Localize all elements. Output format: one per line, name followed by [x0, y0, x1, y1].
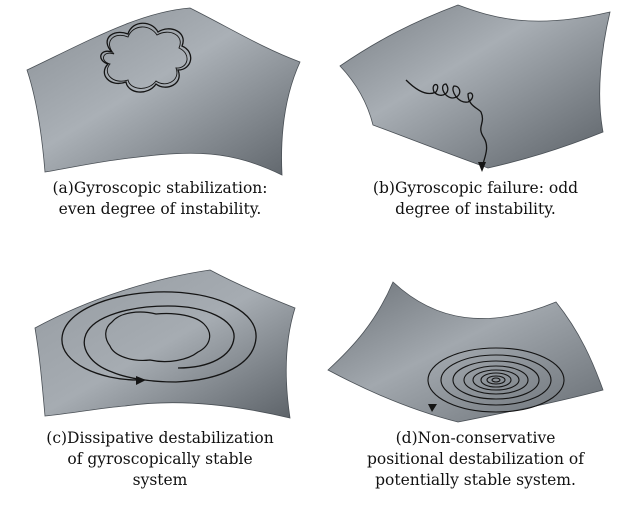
- panel-c-caption: (c)Dissipative destabilization of gyrosc…: [0, 428, 320, 491]
- saddle-surface: [339, 4, 611, 169]
- bowl-surface: [327, 281, 604, 423]
- inner-closed-orbit: [105, 311, 211, 363]
- panel-a-caption: (a)Gyroscopic stabilization: even degree…: [0, 178, 320, 220]
- panel-b-caption: (b)Gyroscopic failure: odd degree of ins…: [318, 178, 633, 220]
- panel-c: (c)Dissipative destabilization of gyrosc…: [0, 268, 320, 512]
- caption-line: potentially stable system.: [375, 471, 576, 489]
- caption-line: (c)Dissipative destabilization: [46, 429, 274, 447]
- caption-line: (d)Non-conservative: [395, 429, 556, 447]
- panel-a: (a)Gyroscopic stabilization: even degree…: [0, 0, 320, 250]
- caption-line: of gyroscopically stable: [67, 450, 253, 468]
- flower-orbit-echo: [103, 26, 188, 89]
- outer-spiral: [61, 291, 257, 383]
- panel-b: (b)Gyroscopic failure: odd degree of ins…: [318, 0, 633, 250]
- panel-d: (d)Non-conservative positional destabili…: [318, 262, 633, 512]
- arrowhead: [478, 162, 486, 172]
- panel-a-surface-figure: [26, 7, 301, 176]
- caption-line: degree of instability.: [395, 200, 556, 218]
- panel-b-surface-figure: [339, 4, 611, 172]
- caption-line: system: [132, 471, 188, 489]
- arrowhead: [136, 376, 146, 385]
- arrowhead: [428, 404, 437, 412]
- caption-line: positional destabilization of: [366, 450, 584, 468]
- inward-spiral: [427, 347, 565, 413]
- caption-line: (b)Gyroscopic failure: odd: [372, 179, 579, 197]
- panel-d-caption: (d)Non-conservative positional destabili…: [318, 428, 633, 491]
- panel-c-surface-figure: [34, 269, 296, 419]
- saddle-surface: [26, 7, 301, 176]
- dome-surface: [34, 269, 296, 419]
- panel-d-surface-figure: [327, 281, 604, 423]
- caption-line: even degree of instability.: [58, 200, 262, 218]
- curling-trajectory: [405, 79, 488, 169]
- flower-orbit: [100, 22, 192, 93]
- caption-line: (a)Gyroscopic stabilization:: [52, 179, 268, 197]
